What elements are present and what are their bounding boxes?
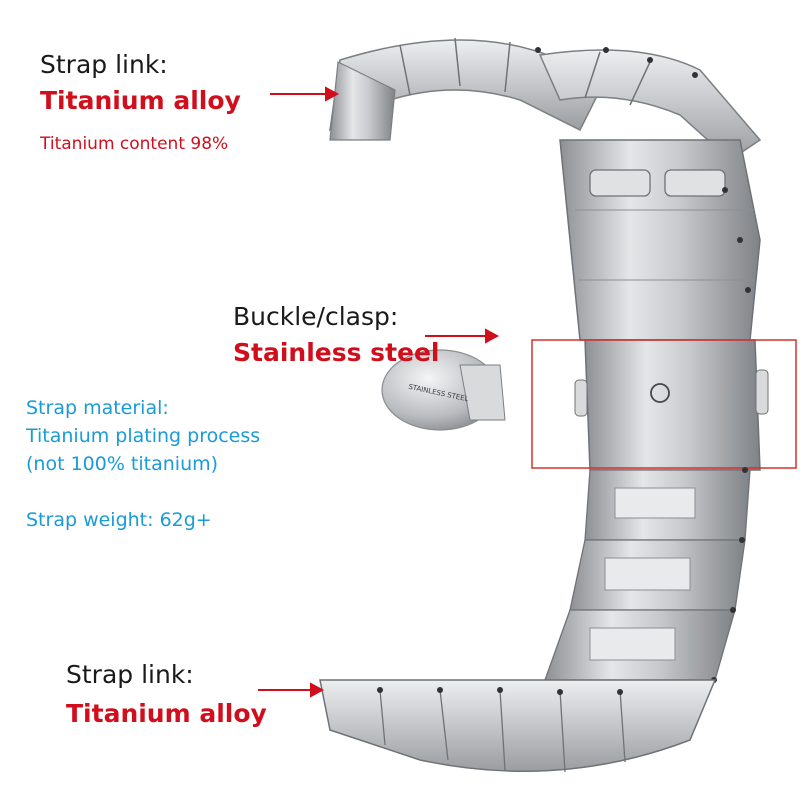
arrow-right-icon [270,86,340,102]
strap-bottom-arc [319,679,717,773]
strap-top-left-link [329,61,396,141]
top-strap-link-material: Titanium alloy [40,86,241,115]
clasp-highlight-box [531,339,797,469]
strap-material-title: Strap material: [26,397,169,419]
buckle-title: Buckle/clasp: [233,302,399,331]
strap-top-arc [329,37,762,161]
strap-weight: Strap weight: 62g+ [26,509,212,531]
bottom-strap-link-material: Titanium alloy [66,699,267,728]
clasp-detail-inset [381,349,506,431]
strap-material-purity-note: (not 100% titanium) [26,453,219,475]
arrow-right-icon [258,682,325,698]
arrow-right-icon [425,328,500,344]
buckle-material: Stainless steel [233,338,440,366]
strap-right-column [559,139,761,341]
strap-lower-links [544,467,751,683]
top-strap-link-title: Strap link: [40,50,168,79]
bottom-strap-link-title: Strap link: [66,660,194,689]
top-strap-link-note: Titanium content 98% [40,134,229,154]
clasp-plate [574,339,769,471]
strap-material-process: Titanium plating process [26,425,261,447]
